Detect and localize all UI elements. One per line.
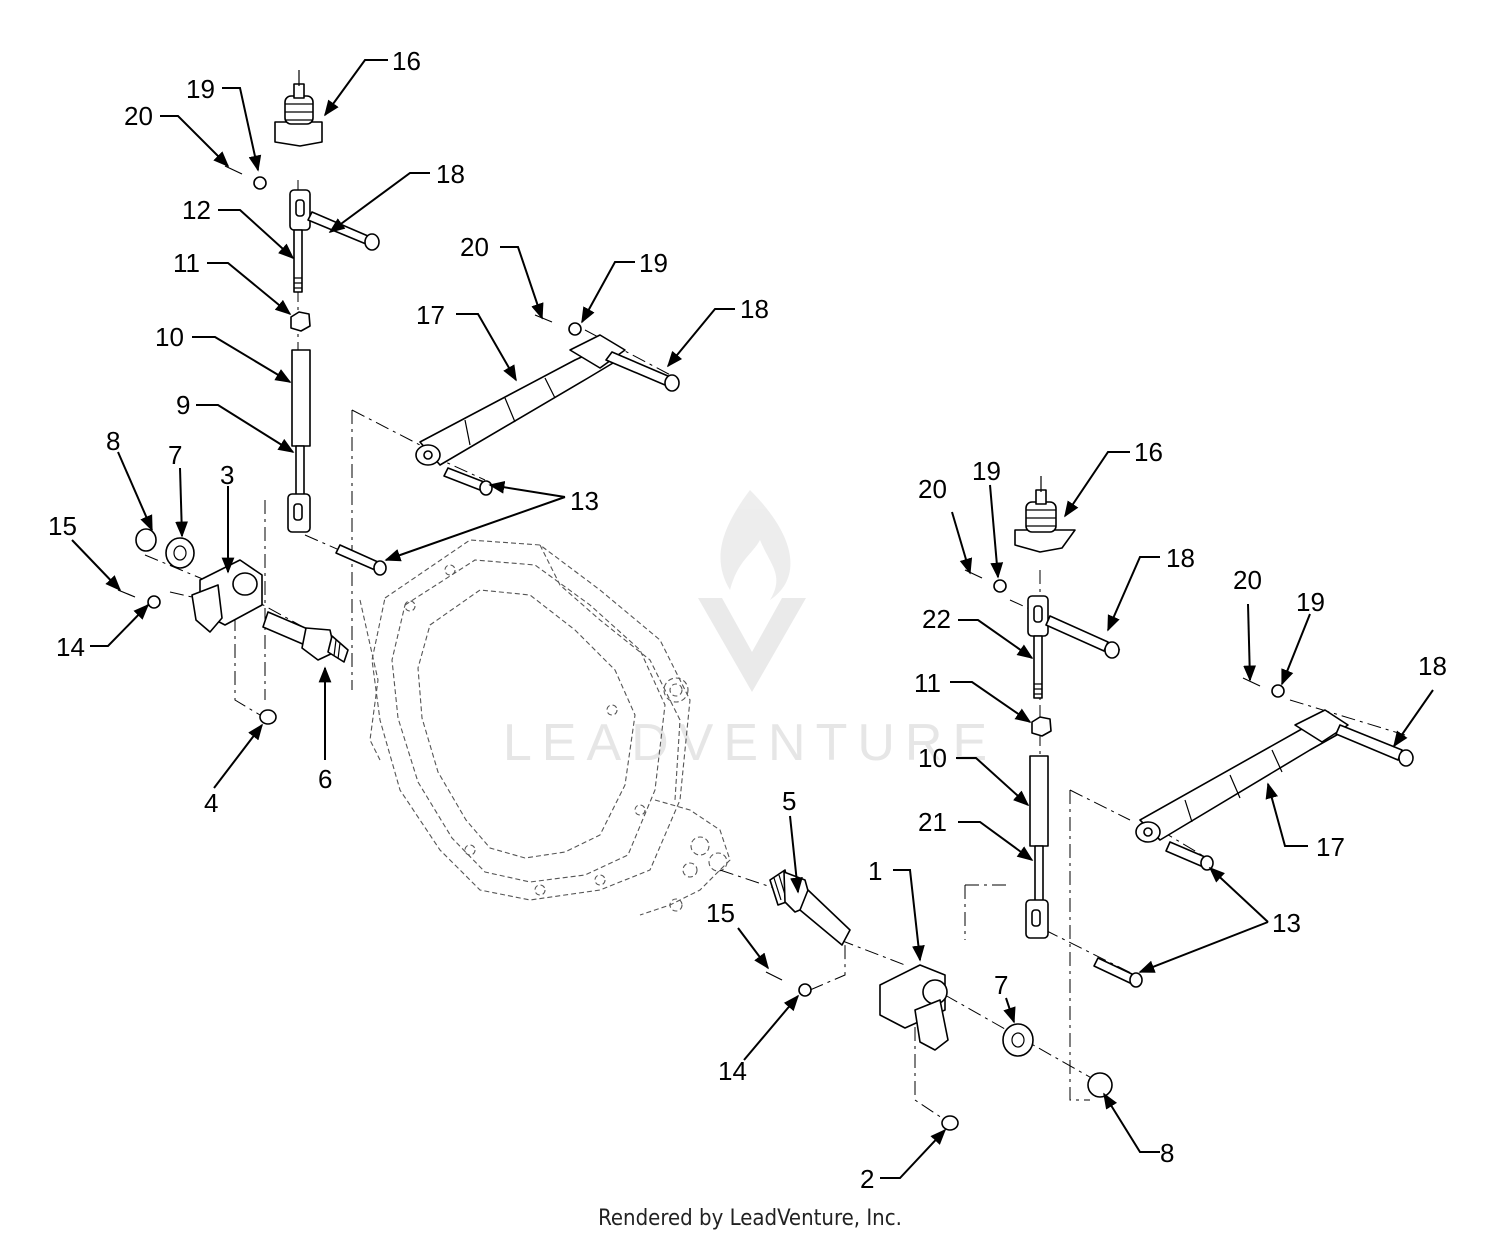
callout-17: 17 <box>416 300 445 330</box>
callout-11: 11 <box>914 668 941 698</box>
part-11-nut <box>1031 716 1052 737</box>
callout-13: 13 <box>570 486 599 516</box>
part-20-cotter-pin <box>224 165 243 175</box>
callout-14: 14 <box>56 632 85 662</box>
callout-14: 14 <box>718 1056 747 1086</box>
right-cable-assembly <box>765 476 1414 1131</box>
watermark-text: LEADVENTURE <box>503 714 997 772</box>
part-13-pin <box>1093 957 1143 988</box>
part-5-cable-fitting <box>769 869 851 946</box>
part-20-cotter-pin <box>534 314 553 323</box>
part-13-pin <box>443 467 493 496</box>
watermark-v-icon <box>698 598 806 692</box>
callout-2: 2 <box>860 1164 874 1194</box>
watermark-flame-icon <box>720 490 791 600</box>
part-7-washer <box>1002 1023 1034 1057</box>
part-10-sleeve <box>1029 755 1049 847</box>
part-18-pin <box>1045 615 1120 659</box>
part-18-pin <box>1335 724 1414 767</box>
callout-10: 10 <box>918 743 947 773</box>
part-11-nut <box>290 311 311 332</box>
callout-8: 8 <box>106 426 120 456</box>
callout-21: 21 <box>918 807 947 837</box>
callout-16: 16 <box>392 46 421 76</box>
part-6-cable-fitting <box>262 611 349 663</box>
part-21-clevis <box>1025 845 1049 939</box>
part-19-washer <box>568 322 582 336</box>
part-22-clevis <box>1027 595 1049 699</box>
part-7-washer <box>165 537 195 569</box>
callout-17: 17 <box>1316 832 1345 862</box>
footer-credit: Rendered by LeadVenture, Inc. <box>598 1206 902 1231</box>
watermark: LEADVENTURE <box>503 490 997 772</box>
callout-18: 18 <box>740 294 769 324</box>
callout-8: 8 <box>1160 1138 1174 1168</box>
part-2-nut <box>941 1115 959 1131</box>
callout-labels: 16 19 20 18 12 11 10 9 20 19 18 17 13 8 … <box>48 46 1447 1194</box>
callout-19: 19 <box>1296 587 1325 617</box>
callout-11: 11 <box>173 248 200 278</box>
callout-18: 18 <box>436 159 465 189</box>
callout-16: 16 <box>1134 437 1163 467</box>
callout-18: 18 <box>1418 651 1447 681</box>
part-17-lever-arm <box>1135 709 1349 843</box>
part-15-cotter-pin <box>765 971 783 981</box>
callout-19: 19 <box>639 248 668 278</box>
transmission-housing <box>359 539 731 916</box>
callout-12: 12 <box>182 195 211 225</box>
callout-7: 7 <box>994 970 1008 1000</box>
callout-5: 5 <box>782 786 796 816</box>
callout-19: 19 <box>186 74 215 104</box>
part-8-clip <box>135 528 157 552</box>
callout-20: 20 <box>124 101 153 131</box>
part-13-pin <box>335 544 387 576</box>
part-19-washer <box>1271 684 1285 698</box>
callout-20: 20 <box>460 232 489 262</box>
part-18-pin <box>307 211 380 251</box>
part-13-pin <box>1165 841 1214 871</box>
part-8-clip <box>1087 1072 1113 1098</box>
callout-3: 3 <box>220 460 234 490</box>
callout-15: 15 <box>706 898 735 928</box>
callout-20: 20 <box>918 474 947 504</box>
part-19-washer <box>993 579 1007 593</box>
callout-13: 13 <box>1272 908 1301 938</box>
part-3-swivel <box>191 559 263 633</box>
part-14-washer <box>147 595 161 609</box>
part-20-cotter-pin <box>964 569 983 579</box>
part-9-clevis <box>287 445 311 533</box>
left-cable-assembly <box>117 70 680 725</box>
callout-1: 1 <box>868 856 882 886</box>
leader-lines <box>71 59 1434 1179</box>
callout-22: 22 <box>922 604 951 634</box>
part-16-bellows <box>1014 476 1076 553</box>
callout-10: 10 <box>155 322 184 352</box>
callout-18: 18 <box>1166 543 1195 573</box>
callout-9: 9 <box>176 390 190 420</box>
part-18-pin <box>605 351 680 392</box>
part-19-washer <box>253 176 267 190</box>
part-16-bellows <box>274 70 323 147</box>
callout-15: 15 <box>48 511 77 541</box>
callout-4: 4 <box>204 788 218 818</box>
callout-7: 7 <box>168 440 182 470</box>
callout-20: 20 <box>1233 565 1262 595</box>
callout-6: 6 <box>318 764 332 794</box>
part-20-cotter-pin <box>1242 677 1261 687</box>
part-12-clevis <box>289 189 311 293</box>
part-10-sleeve <box>291 349 311 447</box>
part-4-nut <box>259 709 277 725</box>
part-15-cotter-pin <box>117 589 136 598</box>
part-17-lever-arm <box>415 334 626 466</box>
part-14-washer <box>798 983 812 997</box>
callout-19: 19 <box>972 456 1001 486</box>
part-1-swivel <box>879 964 949 1051</box>
